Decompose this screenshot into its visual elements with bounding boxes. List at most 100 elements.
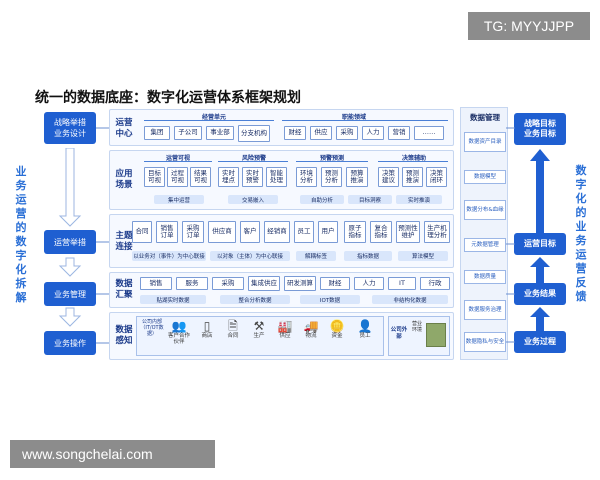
chip-contract: 合同 xyxy=(132,221,152,243)
icon-cell-partner: 👥客户合作伙伴 xyxy=(168,319,190,345)
icon-cell-supply: 🏭供应 xyxy=(274,319,296,339)
chip-production-analysis: 生产机理分析 xyxy=(424,221,450,243)
bracket-risk xyxy=(218,161,288,165)
icon-cell-employee: 👤员工 xyxy=(354,319,376,339)
right-box-biz-process: 业务过程 xyxy=(514,331,566,353)
internal-label: 公司内部（IT/OT数据） xyxy=(140,319,164,337)
chip-result-visible: 结果可视 xyxy=(190,167,211,187)
chip-forecast-analysis: 预测分析 xyxy=(321,167,342,187)
left-box-ops-text: 运营举措 xyxy=(54,237,86,247)
chip-rd-calc: 研发测算 xyxy=(284,276,316,291)
icon-label-partner: 客户合作伙伴 xyxy=(168,333,191,345)
external-env-label: 营业环境 xyxy=(411,321,422,333)
pill-metric-data: 指标数据 xyxy=(344,251,392,261)
chip-subsidiary: 子公司 xyxy=(174,126,202,140)
dm-quality: 数据质量 xyxy=(464,270,506,284)
right-connectors xyxy=(506,127,515,343)
right-box-result-text: 业务结果 xyxy=(524,289,556,298)
chip-purchase-order: 采购订单 xyxy=(182,221,204,243)
data-management-title: 数据管理 xyxy=(470,113,500,122)
left-arrow-icon xyxy=(58,148,82,327)
person-icon: 👤 xyxy=(357,319,373,333)
people-icon: 👥 xyxy=(171,319,187,333)
bracket-forecast xyxy=(296,161,368,165)
icon-cell-funds: 🪙资金 xyxy=(326,319,348,339)
chip-hr: 人力 xyxy=(362,126,384,140)
chip-group: 集团 xyxy=(144,126,170,140)
chip-composite-metric: 复合指标 xyxy=(370,221,392,243)
group-title-forecast: 预警预测 xyxy=(319,155,344,162)
icon-label-store: 商店 xyxy=(201,333,213,339)
icon-label-employee: 员工 xyxy=(359,333,371,339)
chip-integrated-supply: 集成供应 xyxy=(248,276,280,291)
group-title-decision: 决策辅助 xyxy=(401,155,426,162)
dm-distribution-lineage: 数据分布&血缘 xyxy=(464,200,506,220)
chip-sales-order: 销售订单 xyxy=(156,221,178,243)
icon-label-logistics: 物流 xyxy=(305,333,317,339)
right-box-biz-result: 业务结果 xyxy=(514,283,566,305)
dm-service-governance: 数据服务治理 xyxy=(464,300,506,320)
dm-data-model: 数据模型 xyxy=(464,170,506,184)
layer-subject-label: 主题 连接 xyxy=(115,231,133,252)
chip-admin: 行政 xyxy=(420,277,450,290)
chip-fin: 财经 xyxy=(320,277,350,290)
icon-label-supply: 供应 xyxy=(279,333,291,339)
group-title-function: 职能领域 xyxy=(341,114,366,121)
layer-app-scene: 应用 场景 运营可视 目标可视 过程可视 结果可视 集中运营 风险预警 实时埋点… xyxy=(109,150,454,210)
side-label-left: 业务运营的数字化拆解 xyxy=(15,165,27,304)
chip-division: 事业部 xyxy=(206,126,234,140)
pill-iot-data: IOT数据 xyxy=(300,295,360,304)
left-box-mgmt-text: 业务管理 xyxy=(54,289,86,299)
left-box-mgmt: 业务管理 xyxy=(44,282,96,306)
page-title: 统一的数据底座：数字化运营体系框架规划 xyxy=(35,90,301,106)
document-icon: 🗎 xyxy=(228,319,238,333)
dm-asset-catalog: 数据资产目录 xyxy=(464,132,506,152)
pill-target-insight: 目标洞察 xyxy=(348,195,392,204)
left-box-strategy-text: 战略举措 业务设计 xyxy=(54,118,86,138)
left-box-operation: 业务操作 xyxy=(44,331,96,355)
right-box-process-text: 业务过程 xyxy=(524,337,556,346)
bracket-visible xyxy=(144,161,212,165)
chip-realtime-track: 实时埋点 xyxy=(218,167,239,187)
chip-it: IT xyxy=(388,277,416,290)
layer-app-scene-label: 应用 场景 xyxy=(115,169,133,190)
chip-dealer: 经销商 xyxy=(264,221,290,243)
chip-smart-handle: 智能处理 xyxy=(266,167,287,187)
pill-realtime-data: 贴湖实时数据 xyxy=(140,295,206,304)
pill-trade-embed: 交易嵌入 xyxy=(228,195,278,204)
chip-marketing: 营销 xyxy=(388,126,410,140)
right-box-ops-text: 运营目标 xyxy=(524,239,556,248)
icon-cell-production: ⚒生产 xyxy=(248,319,270,339)
bracket-business-unit xyxy=(144,120,274,124)
layer-subject: 主题 连接 合同 销售订单 采购订单 供应商 客户 经销商 员工 用户 原子指标… xyxy=(109,214,454,268)
data-management-panel: 数据管理 数据资产目录 数据模型 数据分布&血缘 元数据管理 数据质量 数据服务… xyxy=(460,107,508,360)
chip-user: 用户 xyxy=(318,221,338,243)
layer-ops-center-label: 运营 中心 xyxy=(115,118,133,139)
external-label: 公司外部 xyxy=(390,327,408,340)
icon-cell-contract: 🗎合同 xyxy=(222,319,244,339)
environment-image-icon xyxy=(426,323,446,347)
icon-cell-logistics: 🚚物流 xyxy=(300,319,322,339)
pill-realtime-sim: 实时推演 xyxy=(396,195,442,204)
side-label-right: 数字化的业务运营反馈 xyxy=(575,164,587,303)
pill-central-ops: 集中运营 xyxy=(154,195,204,204)
chip-env-analysis: 环境分析 xyxy=(296,167,317,187)
dm-privacy-security: 数据隐私与安全 xyxy=(464,332,506,352)
pill-unstructured-data: 非结构化数据 xyxy=(372,295,448,304)
icon-cell-store: ▯商店 xyxy=(196,319,218,339)
chip-budget-sim: 预算推演 xyxy=(346,167,368,187)
chip-customer: 客户 xyxy=(240,221,260,243)
chip-service: 服务 xyxy=(176,277,208,290)
left-box-strategy: 战略举措 业务设计 xyxy=(44,112,96,144)
tools-icon: ⚒ xyxy=(253,319,265,333)
layer-data-collect-label: 数据 汇聚 xyxy=(115,279,133,300)
phone-icon: ▯ xyxy=(203,319,211,333)
left-connectors xyxy=(96,127,109,344)
layer-data-sense: 数据 感知 公司内部（IT/OT数据） 👥客户合作伙伴 ▯商店 🗎合同 ⚒生产 … xyxy=(109,312,454,360)
dm-metadata: 元数据管理 xyxy=(464,238,506,252)
chip-people: 人力 xyxy=(354,277,384,290)
left-box-ops: 运营举措 xyxy=(44,230,96,254)
icon-label-contract: 合同 xyxy=(227,333,239,339)
up-arrow-icon xyxy=(530,149,550,331)
right-box-ops-goal: 运营目标 xyxy=(514,233,566,255)
